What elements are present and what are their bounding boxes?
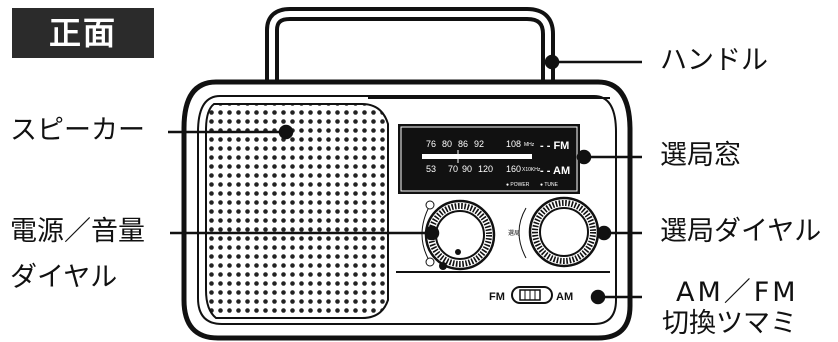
fm-scale-108: 108: [506, 139, 521, 149]
am-band: - - AM: [540, 165, 570, 177]
fm-band: - - FM: [540, 140, 569, 152]
fm-scale-76: 76: [426, 139, 436, 149]
label-speaker: スピーカー: [10, 115, 145, 146]
am-scale-70: 70: [448, 164, 458, 174]
am-scale-120: 120: [478, 164, 493, 174]
am-scale-90: 90: [462, 164, 472, 174]
title-badge: 正面: [12, 8, 154, 58]
label-tuning-dial: 選局ダイヤル: [660, 216, 822, 247]
tuning-dial: [528, 196, 600, 268]
fm-scale-80: 80: [442, 139, 452, 149]
dial-label: 選局: [508, 229, 520, 237]
label-switch-line1: AM／FM: [676, 277, 799, 308]
am-unit: X10KHz: [522, 167, 541, 173]
tune-indicator: ● TUNE: [540, 182, 559, 188]
dial-scale-bar: [422, 154, 532, 159]
fm-unit: MHz: [524, 142, 535, 148]
speaker-grill: [205, 103, 389, 319]
label-power-volume-line1: 電源／音量: [10, 216, 145, 247]
am-scale-160: 160: [506, 164, 521, 174]
switch-am-label: AM: [556, 291, 573, 303]
power-indicator: ● POWER: [506, 182, 530, 188]
label-handle: ハンドル: [660, 45, 768, 76]
am-scale-53: 53: [426, 164, 436, 174]
am-fm-switch: FM AM: [489, 286, 573, 304]
label-tuning-window: 選局窓: [660, 140, 741, 171]
label-power-volume-line2: ダイヤル: [10, 262, 118, 293]
power-volume-dial: [424, 199, 496, 271]
label-switch-line2: 切換ツマミ: [662, 308, 797, 339]
fm-scale-92: 92: [474, 139, 484, 149]
fm-scale-86: 86: [458, 139, 468, 149]
switch-fm-label: FM: [489, 291, 505, 303]
